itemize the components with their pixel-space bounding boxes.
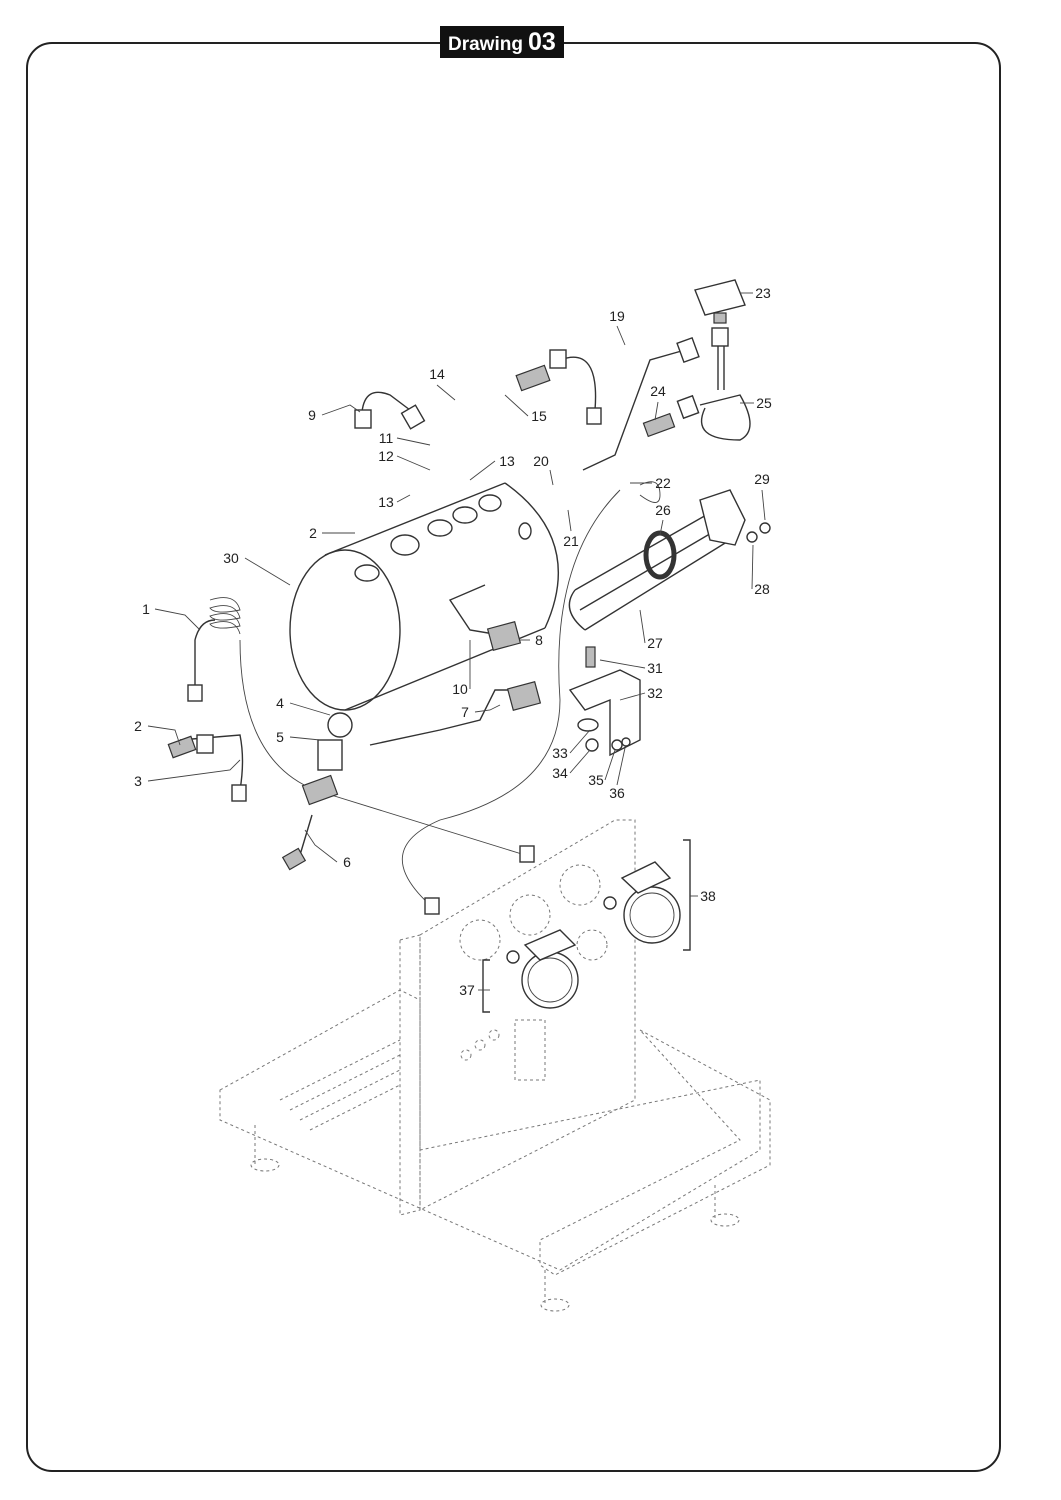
- callout-23: 23: [755, 285, 771, 301]
- leader-lines: [147, 292, 766, 991]
- callout-29: 29: [754, 471, 770, 487]
- callout-3: 3: [134, 773, 142, 789]
- callout-26: 26: [655, 502, 671, 518]
- boiler: [289, 482, 559, 711]
- callout-32: 32: [647, 685, 663, 701]
- valve-assembly: [281, 712, 353, 871]
- callout-12: 12: [378, 448, 394, 464]
- callout-35: 35: [588, 772, 604, 788]
- machine-frame: [219, 819, 771, 1312]
- callout-27: 27: [647, 635, 663, 651]
- drip-tray-holes: [279, 1039, 401, 1131]
- drawing-title-word: Drawing: [448, 34, 523, 55]
- callout-14: 14: [429, 366, 445, 382]
- callout-30: 30: [223, 550, 239, 566]
- callout-13-lower: 13: [378, 494, 394, 510]
- callout-34: 34: [552, 765, 568, 781]
- pressure-gauges: [482, 839, 691, 1013]
- callout-21: 21: [563, 533, 579, 549]
- callout-2-upper: 2: [309, 525, 317, 541]
- callout-4: 4: [276, 695, 284, 711]
- callout-28: 28: [754, 581, 770, 597]
- callout-8: 8: [535, 632, 543, 648]
- callout-1: 1: [142, 601, 150, 617]
- callout-31: 31: [647, 660, 663, 676]
- callout-9: 9: [308, 407, 316, 423]
- callout-15: 15: [531, 408, 547, 424]
- pressure-switch: [642, 279, 751, 441]
- bracket: [568, 646, 641, 757]
- callout-13-upper: 13: [499, 453, 515, 469]
- callout-33: 33: [552, 745, 568, 761]
- callout-19: 19: [609, 308, 625, 324]
- callout-2-lower: 2: [134, 718, 142, 734]
- callout-37: 37: [459, 982, 475, 998]
- callout-36: 36: [609, 785, 625, 801]
- callout-20: 20: [533, 453, 549, 469]
- pipes: [167, 336, 700, 802]
- callout-24: 24: [650, 383, 666, 399]
- callout-38: 38: [700, 888, 716, 904]
- drawing-title: Drawing 03: [440, 26, 564, 58]
- callout-11: 11: [378, 430, 394, 446]
- callout-25: 25: [756, 395, 772, 411]
- heating-element: [568, 489, 771, 631]
- callout-22: 22: [655, 475, 671, 491]
- callout-6: 6: [343, 854, 351, 870]
- callout-5: 5: [276, 729, 284, 745]
- callout-7: 7: [461, 704, 469, 720]
- callout-10: 10: [452, 681, 468, 697]
- drawing-number: 03: [527, 28, 556, 56]
